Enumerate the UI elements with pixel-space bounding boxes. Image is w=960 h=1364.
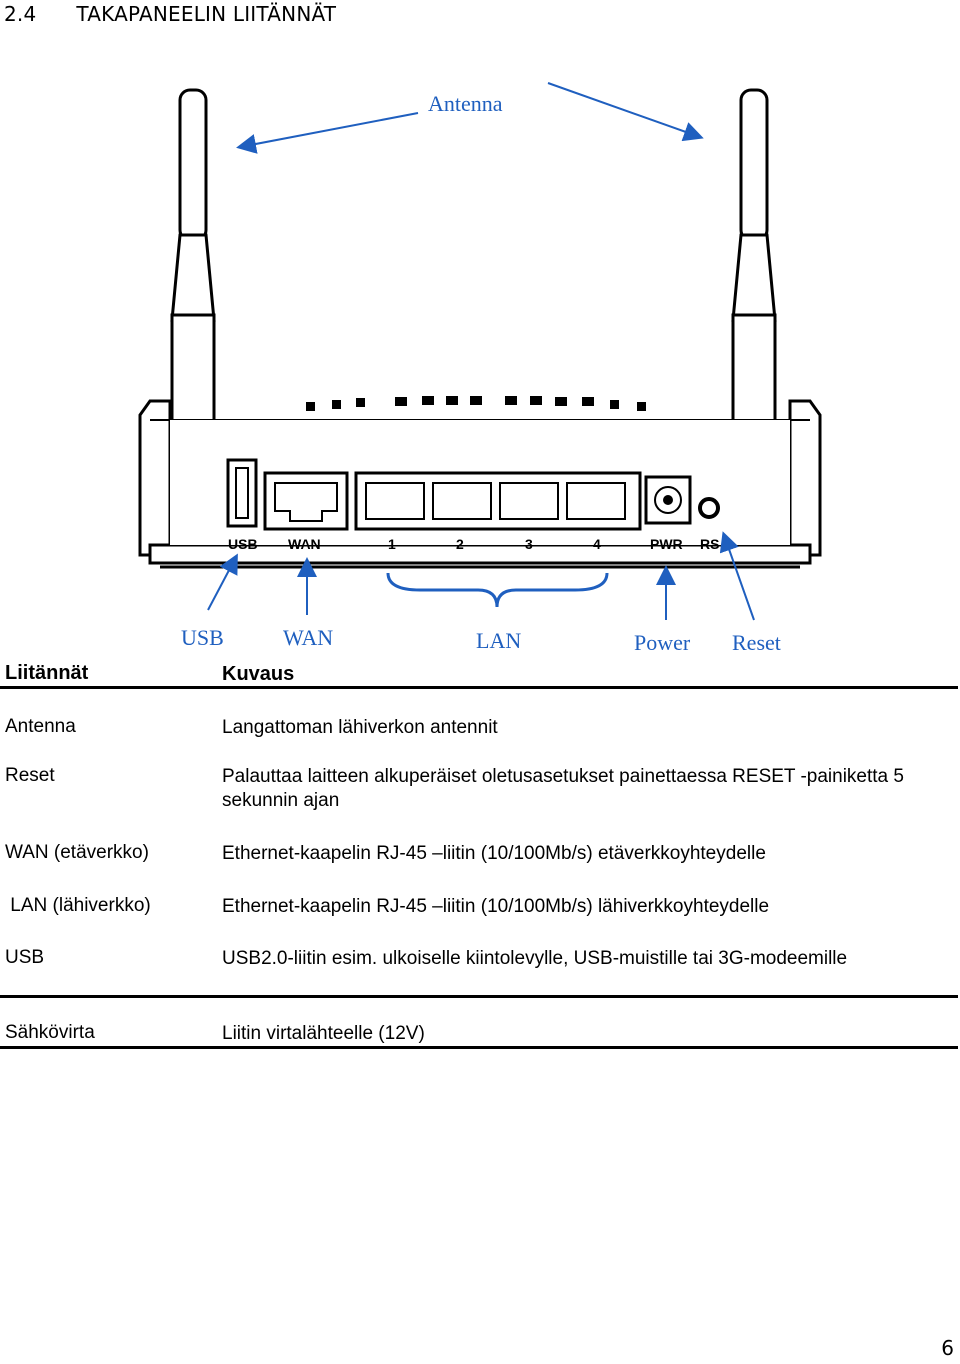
port-label-lan3: 3: [525, 536, 533, 552]
row-name: WAN (etäverkko): [5, 842, 149, 863]
port-label-pwr: PWR: [650, 536, 683, 552]
usb-port: [226, 458, 258, 528]
table-bottom-rule: [0, 1046, 958, 1049]
row-name: Antenna: [5, 716, 76, 737]
lan-brace: [386, 572, 609, 608]
port-label-lan1: 1: [388, 536, 396, 552]
row-name: Reset: [5, 765, 55, 786]
header-connectors: Liitännät: [5, 662, 89, 684]
row-name: USB: [5, 947, 45, 968]
row-desc: Ethernet-kaapelin RJ-45 –liitin (10/100M…: [222, 843, 766, 864]
port-label-wan: WAN: [288, 536, 321, 552]
power-jack: [644, 475, 692, 525]
row-name: LAN (lähiverkko): [5, 895, 151, 916]
callout-antenna: Antenna: [428, 91, 503, 116]
wan-port: [263, 471, 349, 531]
section-title: TAKAPANEELIN LIITÄNNÄT: [76, 2, 337, 26]
row-name: Sähkövirta: [5, 1022, 95, 1043]
port-label-rs: RS: [700, 536, 719, 552]
lan-ports: [354, 471, 642, 531]
port-label-usb: USB: [228, 536, 258, 552]
callout-reset: Reset: [732, 630, 781, 655]
row-desc: Palauttaa laitteen alkuperäiset oletusas…: [222, 766, 904, 811]
header-description: Kuvaus: [222, 663, 295, 685]
row-desc: Langattoman lähiverkon antennit: [222, 717, 498, 738]
section-heading: 2.4 TAKAPANEELIN LIITÄNNÄT: [4, 2, 336, 26]
port-label-lan2: 2: [456, 536, 464, 552]
callout-lan: LAN: [476, 628, 521, 653]
callout-usb: USB: [181, 625, 224, 650]
router-rear-panel-diagram: Antenna: [138, 82, 822, 655]
row-desc: USB2.0-liitin esim. ulkoiselle kiintolev…: [222, 948, 848, 969]
led-indicators: [306, 396, 646, 411]
reset-button: [698, 497, 720, 519]
callout-power: Power: [634, 630, 691, 655]
callout-wan: WAN: [283, 625, 333, 650]
header-rule: [0, 686, 958, 689]
row-desc: Ethernet-kaapelin RJ-45 –liitin (10/100M…: [222, 896, 770, 917]
port-label-lan4: 4: [593, 536, 601, 552]
section-number: 2.4: [4, 2, 37, 26]
row-desc: Liitin virtalähteelle (12V): [222, 1023, 425, 1044]
page-number: 6: [941, 1336, 954, 1360]
table-rule: [0, 995, 958, 998]
